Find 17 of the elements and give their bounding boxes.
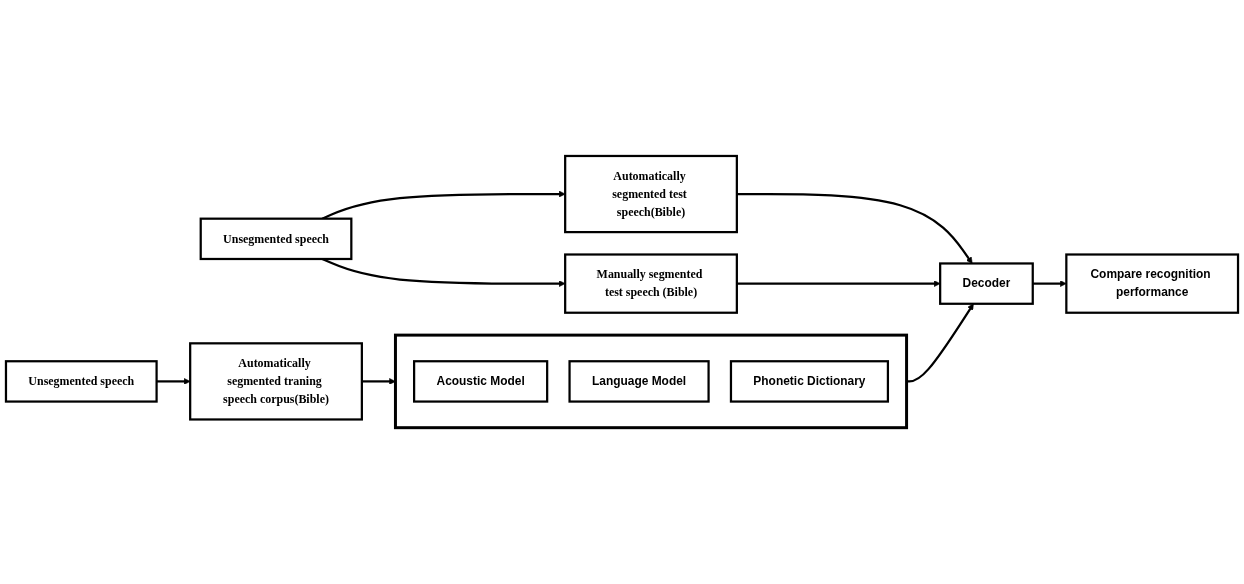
node-box: Language Model: [568, 360, 710, 403]
arrow: [156, 378, 191, 385]
arrow: [736, 193, 973, 264]
node-box: Unsegmented speech: [199, 217, 353, 261]
node-box: Compare recognition performance: [1065, 253, 1240, 314]
node-box: Automatically segmented traning speech corpus(Bible): [189, 342, 363, 421]
node-box: Phonetic Dictionary: [729, 360, 890, 403]
arrow: [736, 280, 941, 288]
cluster: [393, 333, 909, 430]
node-box: Acoustic Model: [413, 360, 549, 403]
arrow: [1032, 280, 1067, 288]
node-box: Automatically segmented test speech(Bible): [564, 155, 738, 234]
arrow: [906, 303, 974, 383]
node-box: Unsegmented speech: [4, 360, 158, 403]
node-box: Decoder: [939, 262, 1034, 306]
node-box: Manually segmented test speech (Bible): [564, 253, 738, 314]
arrow: [361, 378, 396, 385]
